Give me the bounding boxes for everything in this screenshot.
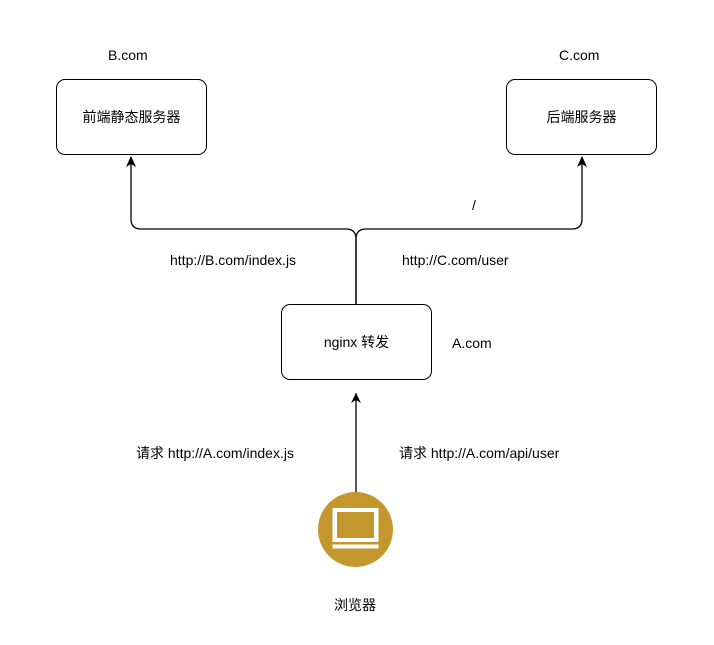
to-backend-url-label: http://C.com/user [402,252,509,268]
nginx-proxy-box[interactable]: nginx 转发 [281,304,432,380]
request-api-label: 请求 http://A.com/api/user [399,445,560,461]
monitor-icon[interactable] [318,492,393,567]
edge-proxy-to-frontend [130,157,357,304]
to-frontend-url-label: http://B.com/index.js [170,252,297,268]
backend-server-box[interactable]: 后端服务器 [506,79,657,155]
frontend-server-box[interactable]: 前端静态服务器 [56,79,207,155]
frontend-server-label: 前端静态服务器 [82,109,181,125]
arrowhead-proxy [351,393,361,403]
backend-domain-label: C.com [559,47,600,63]
browser-label: 浏览器 [334,597,376,613]
nginx-proxy-label: nginx 转发 [323,334,390,350]
request-js-label: 请求 http://A.com/index.js [136,445,294,461]
arrowhead-backend [577,156,587,167]
arrowhead-frontend [126,156,136,167]
backend-server-label: 后端服务器 [546,109,617,125]
backend-slash-label: / [472,197,476,213]
frontend-domain-label: B.com [108,47,148,63]
edge-proxy-to-backend [355,157,583,304]
proxy-domain-label: A.com [452,335,492,351]
